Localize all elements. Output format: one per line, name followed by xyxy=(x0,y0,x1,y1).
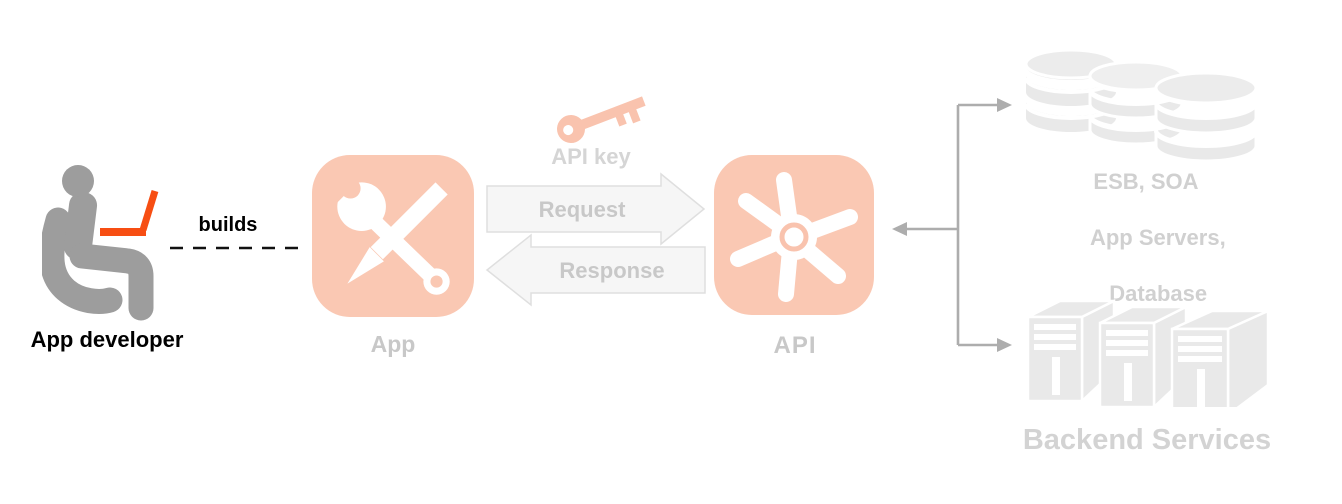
esb-label-line2: App Servers, xyxy=(1089,225,1226,250)
builds-label: builds xyxy=(198,214,258,236)
developer-label: App developer xyxy=(30,327,184,352)
key-icon xyxy=(557,96,646,143)
response-label: Response xyxy=(559,258,665,283)
builds-dashed-line xyxy=(170,246,306,250)
impeller-gear-icon xyxy=(730,172,858,302)
esb-label: ESB, SOA App Servers, Database xyxy=(1046,168,1246,308)
response-arrow xyxy=(485,233,706,307)
connector-lines xyxy=(892,98,1012,352)
esb-label-line1: ESB, SOA xyxy=(1093,169,1199,194)
api-tile xyxy=(714,155,874,315)
wrench-and-pencil-icon xyxy=(325,170,450,295)
backend-services-label: Backend Services xyxy=(1022,424,1272,456)
request-label: Request xyxy=(538,197,626,222)
app-label: App xyxy=(370,331,416,357)
api-key-label: API key xyxy=(551,144,631,169)
api-label: API xyxy=(773,332,817,359)
app-tile xyxy=(312,155,474,317)
server-towers-icon xyxy=(1026,298,1270,407)
seated-person-with-laptop-icon xyxy=(42,165,159,321)
request-arrow xyxy=(486,172,706,246)
database-cylinders-icon xyxy=(1024,48,1258,162)
esb-label-line3: Database xyxy=(1109,281,1208,306)
